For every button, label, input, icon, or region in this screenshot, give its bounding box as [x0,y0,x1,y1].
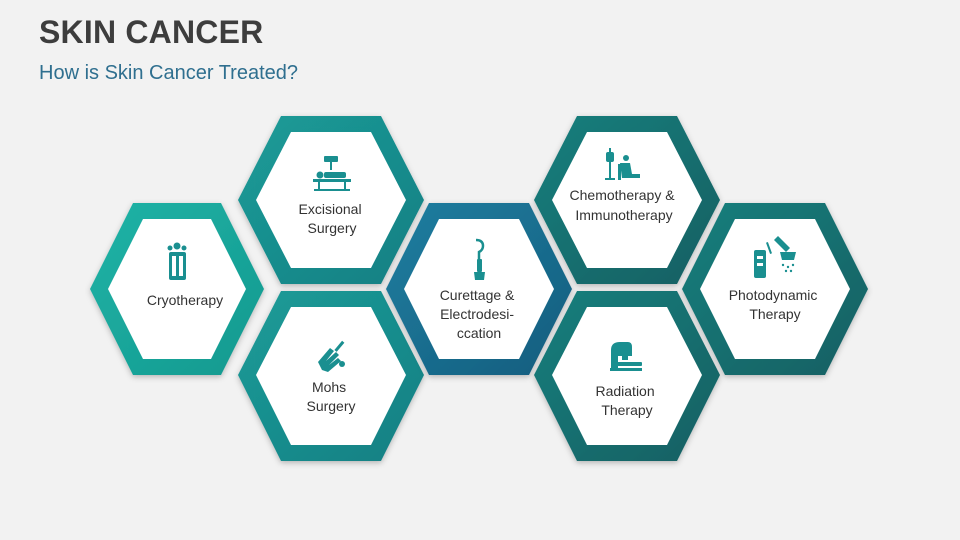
label-photodynamic-therapy: Photodynamic Therapy [729,287,822,322]
label-curettage: Curettage & Electrodesi- ccation [440,287,519,341]
page-subtitle: How is Skin Cancer Treated? [39,62,299,84]
hex-curettage: Curettage & Electrodesi- ccation [386,203,572,375]
label-radiation-therapy: Radiation Therapy [595,383,658,418]
label-chemotherapy: Chemotherapy & Immunotherapy [570,187,679,223]
iv-chair-icon [605,148,640,180]
operating-table-icon [313,156,351,191]
radiation-machine-icon [610,342,642,371]
curette-icon [474,238,485,280]
hex-cryotherapy: Cryotherapy [90,203,264,375]
page-title: SKIN CANCER [39,14,264,50]
label-cryotherapy: Cryotherapy [147,292,223,308]
cryo-chamber-icon [167,242,187,280]
hex-chemotherapy: Chemotherapy & Immunotherapy [534,116,720,284]
hex-photodynamic-therapy: Photodynamic Therapy [682,203,868,375]
label-mohs-surgery: Mohs Surgery [306,379,355,414]
hex-radiation-therapy: Radiation Therapy [534,291,720,461]
hex-excisional-surgery: Excisional Surgery [238,116,424,284]
hex-mohs-surgery: Mohs Surgery [238,291,424,461]
light-lamp-icon [754,236,796,278]
hand-scalpel-icon [318,340,345,372]
label-excisional-surgery: Excisional Surgery [299,201,366,236]
